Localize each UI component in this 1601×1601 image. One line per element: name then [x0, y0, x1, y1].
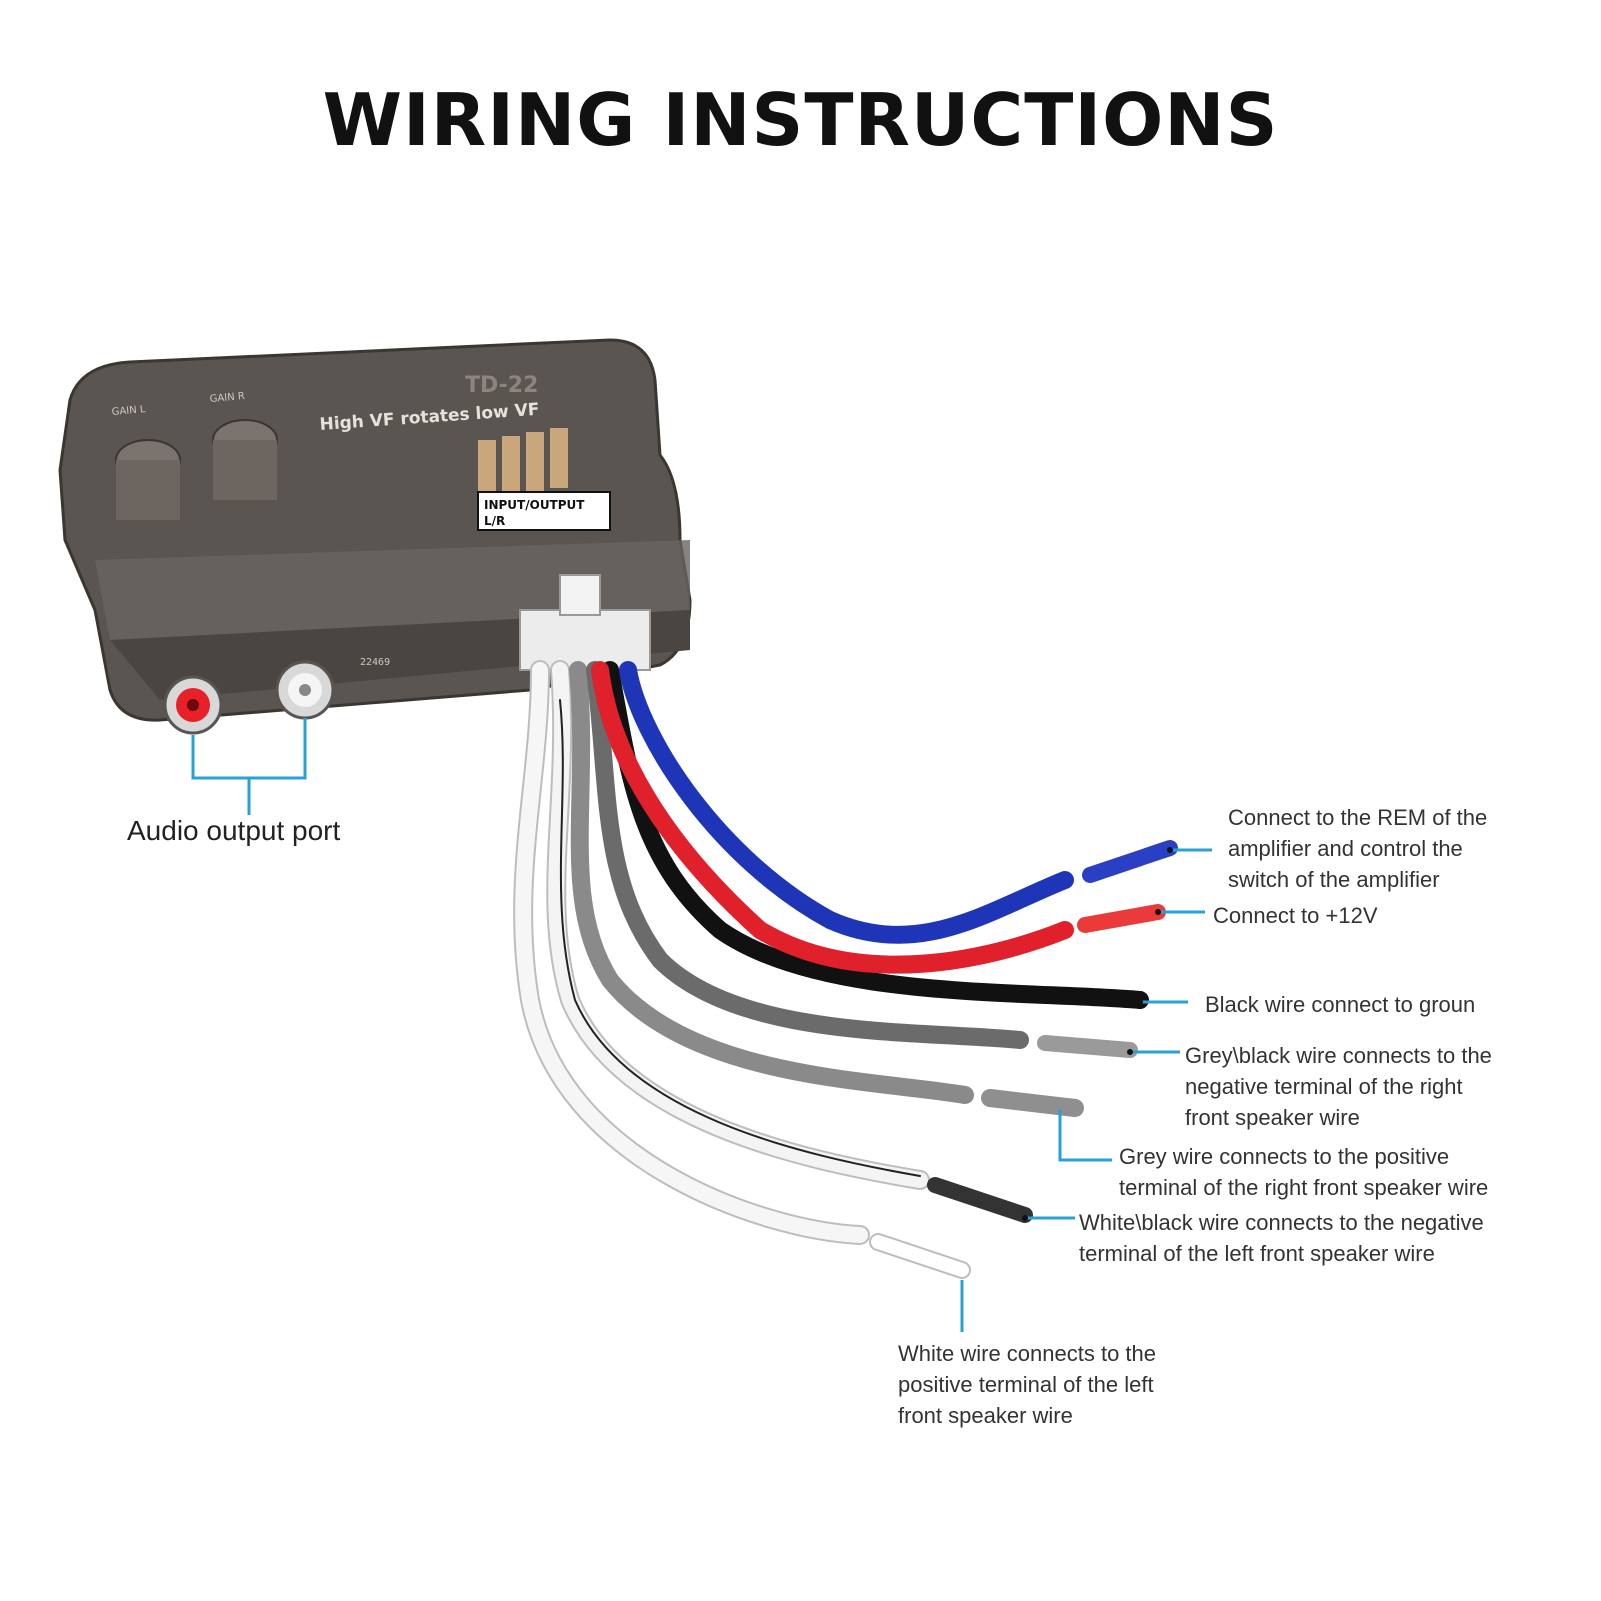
grey-black-wire — [586, 661, 1029, 1049]
io-label-line2: L/R — [484, 514, 505, 528]
grey-wire — [569, 661, 974, 1104]
grey-black-wire-label: Grey\black wire connects to the negative… — [1185, 1043, 1492, 1130]
pcb-code: 22469 — [360, 657, 390, 668]
white-black-wire-label: White\black wire connects to the negativ… — [1079, 1210, 1484, 1266]
black-wire-label: Black wire connect to groun — [1205, 992, 1476, 1017]
callout-lines — [191, 718, 1212, 1332]
callout-audio-port — [191, 718, 307, 815]
gain-right-label: GAIN R — [209, 391, 245, 405]
grey-wire-label: Grey wire connects to the positive termi… — [1119, 1144, 1489, 1200]
page-title: WIRING INSTRUCTIONS — [322, 78, 1279, 162]
callout-dots — [1022, 847, 1173, 1221]
callout-grey-wire — [1058, 1110, 1112, 1162]
white-wire-label: White wire connects to the positive term… — [898, 1341, 1157, 1428]
model-label: TD-22 — [465, 373, 538, 398]
blue-wire-label: Connect to the REM of the amplifier and … — [1228, 805, 1488, 892]
io-label-line1: INPUT/OUTPUT — [484, 498, 585, 512]
red-wire — [591, 661, 1074, 974]
wire-harness — [513, 660, 1178, 1279]
red-wire-label: Connect to +12V — [1213, 903, 1378, 928]
blue-wire — [619, 661, 1074, 944]
audio-port-label: Audio output port — [127, 815, 341, 846]
gain-left-label: GAIN L — [111, 404, 146, 418]
converter-device — [58, 338, 692, 735]
black-wire — [601, 661, 1149, 1009]
